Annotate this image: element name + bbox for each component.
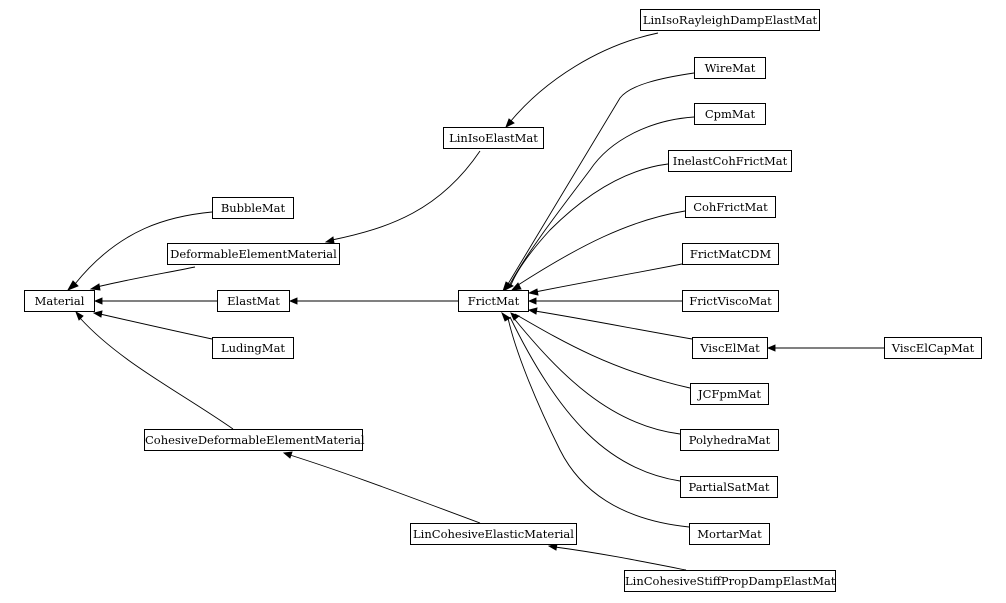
- node-frictviscomat[interactable]: FrictViscoMat: [682, 290, 779, 312]
- node-lincohesiveelasticmaterial[interactable]: LinCohesiveElasticMaterial: [410, 523, 577, 545]
- node-linisoelastmat[interactable]: LinIsoElastMat: [443, 127, 544, 149]
- node-lincohesivestiffpropdampelastmat[interactable]: LinCohesiveStiffPropDampElastMat: [624, 570, 836, 592]
- arrowhead-frictmat-top: [502, 281, 514, 292]
- edge-lincohesiveelasticmaterial-cohesivedeformableelementmaterial: [289, 454, 481, 524]
- node-cohesivedeformableelementmaterial[interactable]: CohesiveDeformableElementMaterial: [144, 429, 365, 451]
- node-frictmatcdm[interactable]: FrictMatCDM: [682, 243, 779, 265]
- arrowhead-material-from-elastmat: [93, 297, 103, 305]
- arrowhead-material-from-deformableelementmaterial: [89, 283, 101, 291]
- edge-cohfrictmat-frictmat: [514, 210, 686, 288]
- edge-jcfpmmat-frictmat: [514, 313, 691, 389]
- edge-inelastcohfrictmat-frictmat: [510, 163, 669, 286]
- arrowhead-frictmat-right-lower: [527, 307, 538, 315]
- edge-wiremat-frictmat: [507, 72, 695, 285]
- arrowhead-frictmat-lower-right: [510, 312, 520, 321]
- edge-linisorayleighdampelastmat-linisoelastmat: [509, 32, 659, 123]
- edge-deformableelementmaterial-material: [96, 266, 196, 288]
- edge-lincohesivestiffpropdampelastmat-lincohesiveelasticmaterial: [554, 546, 687, 571]
- edge-cohesivedeformableelementmaterial-material: [79, 317, 234, 430]
- node-elastmat[interactable]: ElastMat: [217, 290, 290, 312]
- node-polyhedramat[interactable]: PolyhedraMat: [680, 429, 779, 451]
- node-bubblemat[interactable]: BubbleMat: [212, 197, 294, 219]
- arrowhead-frictmat-right-upper: [527, 288, 539, 296]
- arrowhead-material-from-cohesivedeformableelementmaterial: [75, 310, 84, 321]
- node-ludingmat[interactable]: LudingMat: [212, 337, 294, 359]
- arrowhead-deformableelementmaterial-from-linisoelastmat: [324, 236, 335, 244]
- arrowhead-material-from-bubblemat: [66, 280, 79, 291]
- node-material[interactable]: Material: [24, 290, 95, 312]
- edge-partialsatmat-frictmat: [509, 316, 681, 482]
- arrowhead-cohesivedeformableelementmaterial-from-lincohesiveelasticmaterial: [282, 451, 293, 459]
- edge-linisoelastmat-deformableelementmaterial: [331, 150, 481, 241]
- node-deformableelementmaterial[interactable]: DeformableElementMaterial: [167, 243, 340, 265]
- node-wiremat[interactable]: WireMat: [694, 57, 766, 79]
- node-mortarmat[interactable]: MortarMat: [689, 523, 770, 545]
- arrowhead-frictmat-upper-right: [510, 282, 522, 291]
- arrowhead-material-from-ludingmat: [92, 310, 103, 318]
- node-partialsatmat[interactable]: PartialSatMat: [680, 476, 778, 498]
- edge-bubblemat-material: [74, 211, 213, 285]
- node-frictmat[interactable]: FrictMat: [458, 290, 529, 312]
- node-linisorayleighdampelastmat[interactable]: LinIsoRayleighDampElastMat: [640, 9, 820, 31]
- edge-cpmmat-frictmat: [509, 116, 695, 285]
- arrowhead-frictmat-bottom: [501, 311, 511, 322]
- node-cpmmat[interactable]: CpmMat: [694, 103, 766, 125]
- edge-viscelmat-frictmat: [534, 310, 693, 340]
- arrowhead-linisoelastmat-from-linisorayleighdampelastmat: [505, 118, 515, 128]
- arrowhead-viscelmat-from-viscelcapmat: [766, 344, 776, 352]
- edge-mortarmat-frictmat: [507, 317, 690, 528]
- node-cohfrictmat[interactable]: CohFrictMat: [685, 196, 776, 218]
- node-jcfpmmat[interactable]: JCFpmMat: [690, 383, 769, 405]
- arrowhead-elastmat-from-frictmat: [288, 297, 298, 305]
- arrowhead-frictmat-right: [527, 297, 537, 305]
- node-inelastcohfrictmat[interactable]: InelastCohFrictMat: [668, 150, 792, 172]
- edge-polyhedramat-frictmat: [511, 315, 681, 435]
- edge-ludingmat-material: [99, 313, 213, 340]
- node-viscelmat[interactable]: ViscElMat: [692, 337, 768, 359]
- arrowhead-lincohesiveelasticmaterial-from-lincohesivestiffpropdampelastmat: [547, 543, 558, 551]
- edge-frictmatcdm-frictmat: [534, 263, 683, 293]
- node-viscelcapmat[interactable]: ViscElCapMat: [884, 337, 982, 359]
